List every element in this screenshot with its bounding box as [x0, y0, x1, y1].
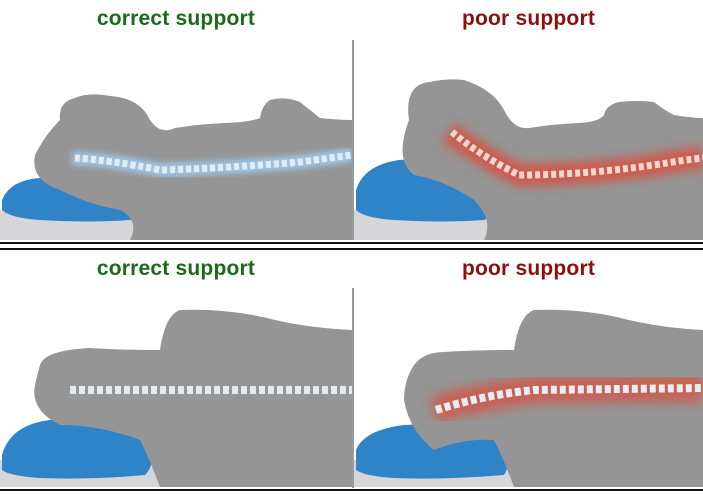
panel-back-poor: poor support [354, 0, 703, 240]
row-separator [0, 248, 703, 250]
panel-divider [352, 288, 354, 488]
label-poor-support: poor support [461, 257, 596, 280]
panel-back-correct: correct support [0, 0, 352, 240]
scene-back-poor [354, 40, 703, 240]
bottom-border [0, 489, 703, 491]
illustration-back-correct [0, 94, 352, 240]
spine [434, 384, 703, 414]
panel-divider [352, 40, 354, 240]
scene-back-correct [0, 40, 352, 240]
pillow [2, 418, 153, 487]
side-sleeping-row: correct support poor support [0, 250, 703, 488]
illustration-side-poor [354, 309, 703, 487]
back-sleeping-row: correct support poor support [0, 0, 703, 240]
scene-side-correct [0, 290, 352, 487]
label-poor-support: poor support [461, 7, 596, 30]
illustration-back-poor [354, 79, 703, 240]
scene-side-poor [354, 290, 703, 487]
row-separator [0, 242, 703, 244]
label-correct-support: correct support [96, 257, 256, 280]
body-silhouette [402, 79, 703, 240]
panel-side-poor: poor support [354, 250, 703, 487]
spine [449, 129, 703, 179]
illustration-side-correct [0, 309, 352, 487]
spine [74, 151, 352, 174]
label-correct-support: correct support [96, 7, 256, 30]
panel-side-correct: correct support [0, 250, 352, 487]
